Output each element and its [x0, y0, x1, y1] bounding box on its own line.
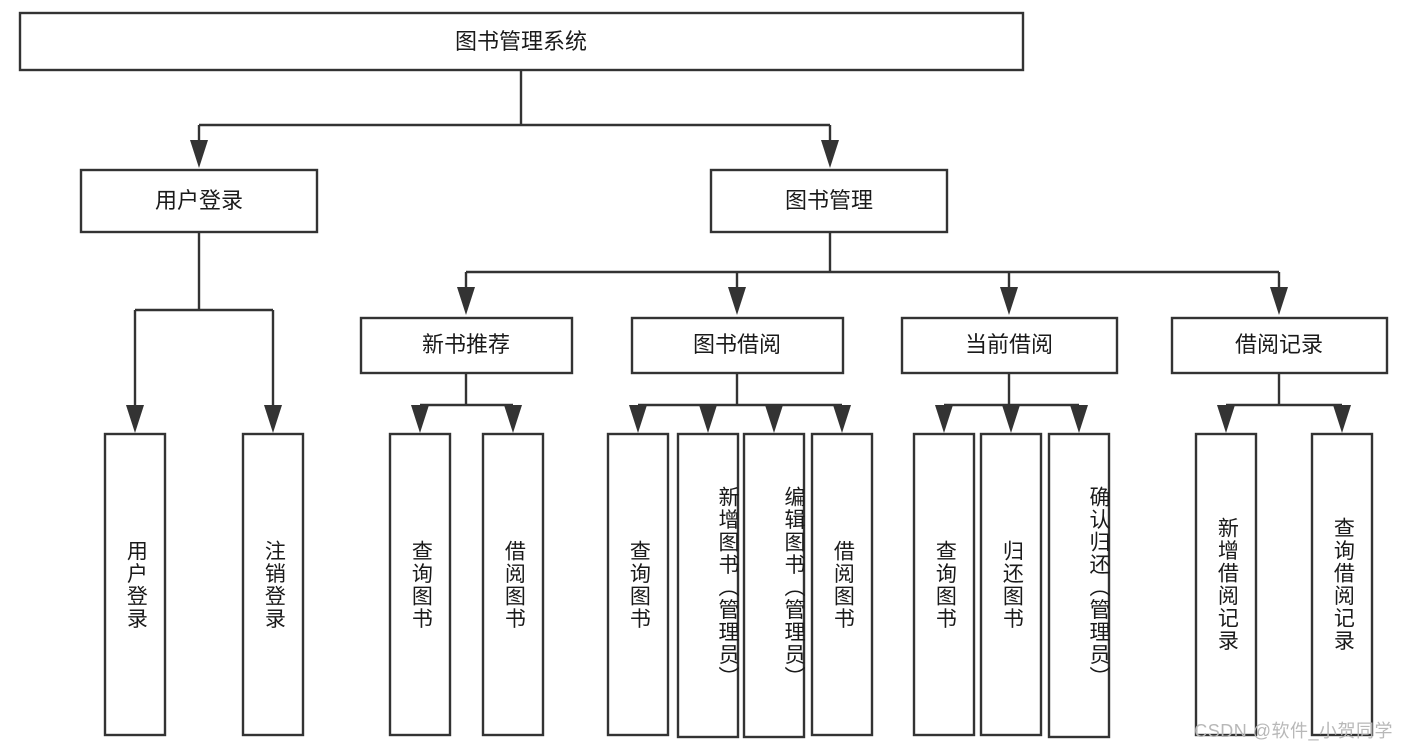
leaf-box-book-borrow-1[interactable] — [606, 432, 670, 737]
node-root-system-box[interactable] — [18, 11, 1025, 72]
arrow-current-borrow-leaf-3 — [1070, 405, 1088, 433]
leaf-box-new-book-2[interactable] — [481, 432, 545, 737]
leaf-box-current-borrow-2[interactable] — [979, 432, 1043, 737]
connector-group-user-login — [126, 232, 282, 433]
arrow-new-book-leaf-1 — [411, 405, 429, 433]
arrow-current-borrow-leaf-1 — [935, 405, 953, 433]
connector-group-current-borrow — [935, 373, 1088, 433]
node-book-management-box[interactable] — [709, 168, 949, 234]
connector-group-root — [190, 70, 839, 168]
connector-group-book-borrow — [629, 373, 851, 433]
arrow-book-mgmt-to-borrow — [728, 287, 746, 315]
arrow-root-to-book-mgmt — [821, 140, 839, 168]
node-borrow-record[interactable]: 借阅记录 — [1170, 316, 1389, 375]
leaf-box-borrow-record-1[interactable] — [1194, 432, 1258, 737]
node-user-login[interactable]: 用户登录 — [79, 168, 319, 234]
leaf-box-book-borrow-3[interactable] — [742, 432, 806, 739]
leaf-box-book-borrow-2[interactable] — [676, 432, 740, 739]
node-borrow-record-box[interactable] — [1170, 316, 1389, 375]
arrow-book-borrow-leaf-2 — [699, 405, 717, 433]
connector-group-book-mgmt — [457, 232, 1288, 315]
arrow-book-borrow-leaf-3 — [765, 405, 783, 433]
node-current-borrow[interactable]: 当前借阅 — [900, 316, 1119, 375]
node-book-management-label: 图书管理 — [785, 188, 873, 213]
node-root-system[interactable]: 图书管理系统 — [18, 11, 1025, 72]
arrow-borrow-record-leaf-2 — [1333, 405, 1351, 433]
leaf-box-user-login-1[interactable] — [103, 432, 167, 737]
arrow-user-login-leaf-1 — [126, 405, 144, 433]
arrow-current-borrow-leaf-2 — [1002, 405, 1020, 433]
arrow-book-borrow-leaf-4 — [833, 405, 851, 433]
arrow-book-mgmt-to-current — [1000, 287, 1018, 315]
leaf-box-user-login-2[interactable] — [241, 432, 305, 737]
node-book-borrow-box[interactable] — [630, 316, 845, 375]
arrow-book-mgmt-to-new-book — [457, 287, 475, 315]
leaf-box-current-borrow-3[interactable] — [1047, 432, 1111, 739]
node-new-book-recommend-label: 新书推荐 — [422, 332, 510, 357]
node-new-book-recommend-box[interactable] — [359, 316, 574, 375]
node-new-book-recommend[interactable]: 新书推荐 — [359, 316, 574, 375]
node-root-system-label: 图书管理系统 — [455, 29, 587, 54]
arrow-user-login-leaf-2 — [264, 405, 282, 433]
node-borrow-record-label: 借阅记录 — [1235, 332, 1323, 357]
node-user-login-label: 用户登录 — [155, 188, 243, 213]
node-book-management[interactable]: 图书管理 — [709, 168, 949, 234]
node-book-borrow-label: 图书借阅 — [693, 332, 781, 357]
node-book-borrow[interactable]: 图书借阅 — [630, 316, 845, 375]
connector-group-borrow-record — [1217, 373, 1351, 433]
arrow-book-borrow-leaf-1 — [629, 405, 647, 433]
leaf-box-current-borrow-1[interactable] — [912, 432, 976, 737]
leaf-box-new-book-1[interactable] — [388, 432, 452, 737]
node-current-borrow-label: 当前借阅 — [965, 332, 1053, 357]
leaf-box-book-borrow-4[interactable] — [810, 432, 874, 737]
arrow-new-book-leaf-2 — [504, 405, 522, 433]
node-user-login-box[interactable] — [79, 168, 319, 234]
connector-group-new-book-recommend — [411, 373, 522, 433]
arrow-book-mgmt-to-record — [1270, 287, 1288, 315]
arrow-root-to-user-login — [190, 140, 208, 168]
node-current-borrow-box[interactable] — [900, 316, 1119, 375]
arrow-borrow-record-leaf-1 — [1217, 405, 1235, 433]
leaf-box-borrow-record-2[interactable] — [1310, 432, 1374, 737]
